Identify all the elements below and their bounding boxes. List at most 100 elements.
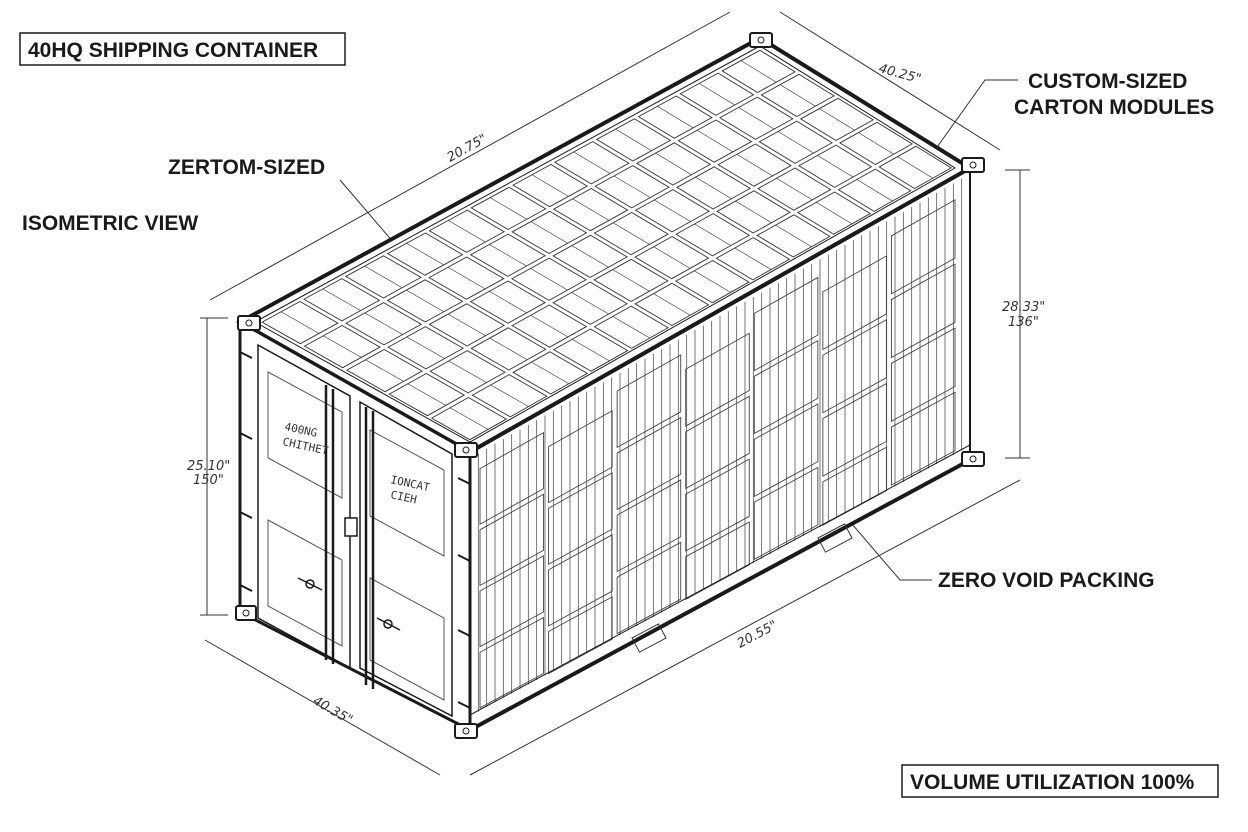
top-carton-divider — [365, 359, 404, 382]
side-carton — [753, 276, 819, 372]
top-carton-divider — [775, 224, 812, 247]
dim-left-height-1: 25.10" — [187, 459, 230, 474]
dim-right-height-2: 136" — [1008, 315, 1039, 330]
top-carton-divider — [694, 223, 731, 246]
callout-carton-modules: CARTON MODULES — [1014, 96, 1214, 119]
side-carton — [753, 403, 819, 498]
side-carton — [479, 493, 545, 587]
callout-zero-void: ZERO VOID PACKING — [938, 569, 1155, 592]
top-carton-divider — [653, 293, 691, 316]
door-left-panel-upper — [267, 371, 343, 499]
side-bottom-rail — [469, 458, 971, 732]
top-carton-divider — [447, 313, 486, 336]
top-carton-divider — [489, 291, 527, 314]
door-right — [359, 400, 453, 718]
top-carton-divider — [819, 108, 855, 131]
corner-castings — [235, 32, 985, 739]
top-carton-divider — [734, 247, 772, 270]
side-corrugation — [477, 178, 963, 712]
top-carton-divider — [816, 202, 853, 225]
side-carton — [479, 616, 545, 709]
top-carton-divider — [530, 221, 568, 244]
top-carton-divider — [657, 106, 694, 129]
top-carton-divider — [406, 336, 445, 359]
top-cartons — [261, 49, 952, 441]
side-carton — [890, 199, 956, 295]
callout-leader-packing — [839, 509, 932, 581]
side-carton — [616, 416, 682, 511]
top-carton-divider — [571, 292, 609, 315]
top-carton-divider — [612, 222, 650, 245]
top-carton-divider — [856, 179, 893, 202]
door-locking-bars — [324, 385, 375, 689]
top-carton-divider — [531, 361, 570, 384]
forklift-pocket-2 — [817, 523, 853, 553]
top-carton-divider — [858, 132, 894, 155]
top-carton-divider — [612, 316, 650, 339]
door-right-panel-lower — [369, 577, 445, 701]
top-carton-divider — [572, 198, 610, 221]
top-carton-divider — [695, 176, 732, 199]
side-carton — [822, 255, 887, 351]
top-carton-divider — [696, 130, 734, 153]
door-cam-locks — [297, 577, 401, 631]
top-carton-divider — [322, 288, 361, 311]
side-carton — [548, 472, 613, 566]
door-right-panel-upper — [369, 429, 445, 557]
top-carton-divider — [448, 220, 486, 243]
door-left-panel-lower — [267, 519, 343, 647]
side-carton — [685, 332, 750, 427]
door-handle — [344, 517, 358, 537]
top-carton-divider — [530, 315, 569, 338]
side-bottom-inner-rail — [469, 444, 971, 716]
top-carton-divider — [738, 107, 775, 130]
top-carton-divider — [571, 339, 610, 362]
side-carton — [890, 263, 956, 359]
side-carton — [616, 541, 682, 635]
callout-leader-right — [934, 79, 1018, 151]
top-carton-divider — [490, 384, 529, 407]
top-carton-divider — [531, 174, 569, 197]
top-carton-divider — [406, 289, 445, 312]
side-carton — [822, 318, 887, 414]
top-carton-divider — [447, 267, 486, 290]
side-carton — [616, 479, 682, 573]
side-carton — [753, 339, 819, 435]
top-carton-divider — [653, 246, 691, 269]
side-carton — [479, 431, 545, 526]
dim-bottom-length: 20.55" — [735, 618, 780, 652]
side-carton — [616, 354, 682, 449]
top-carton-divider — [612, 269, 650, 292]
top-carton-divider — [776, 178, 813, 201]
top-carton-divider — [615, 128, 652, 151]
dim-top-width: 40.25" — [877, 61, 923, 87]
side-carton — [890, 327, 956, 423]
top-carton-divider — [530, 268, 568, 291]
callout-zertom-sized: ZERTOM-SIZED — [168, 156, 325, 179]
door-hinges — [239, 351, 471, 709]
utilization-frame — [901, 764, 1219, 798]
top-carton-divider — [406, 243, 444, 266]
side-carton — [890, 391, 956, 486]
side-carton — [548, 534, 613, 627]
top-carton-divider — [364, 312, 403, 335]
dimension-lines — [200, 11, 1030, 776]
diagram-title: 40HQ SHIPPING CONTAINER — [28, 39, 318, 62]
top-carton-divider — [699, 83, 735, 106]
top-carton-divider — [780, 84, 816, 107]
side-carton — [548, 409, 613, 504]
top-carton-divider — [573, 151, 611, 174]
top-carton-divider — [740, 60, 777, 83]
side-carton — [685, 395, 750, 490]
top-carton-divider — [489, 244, 527, 267]
top-carton-divider — [655, 152, 692, 175]
top-carton-divider — [448, 360, 487, 383]
side-carton — [822, 382, 887, 477]
dim-right-height-1: 28.33" — [1002, 300, 1045, 315]
corner-casting-holes — [242, 36, 977, 735]
side-carton — [479, 555, 545, 648]
dim-left-height-2: 150" — [193, 473, 224, 488]
dim-line-top-length — [209, 11, 731, 301]
top-carton-divider — [897, 156, 933, 179]
